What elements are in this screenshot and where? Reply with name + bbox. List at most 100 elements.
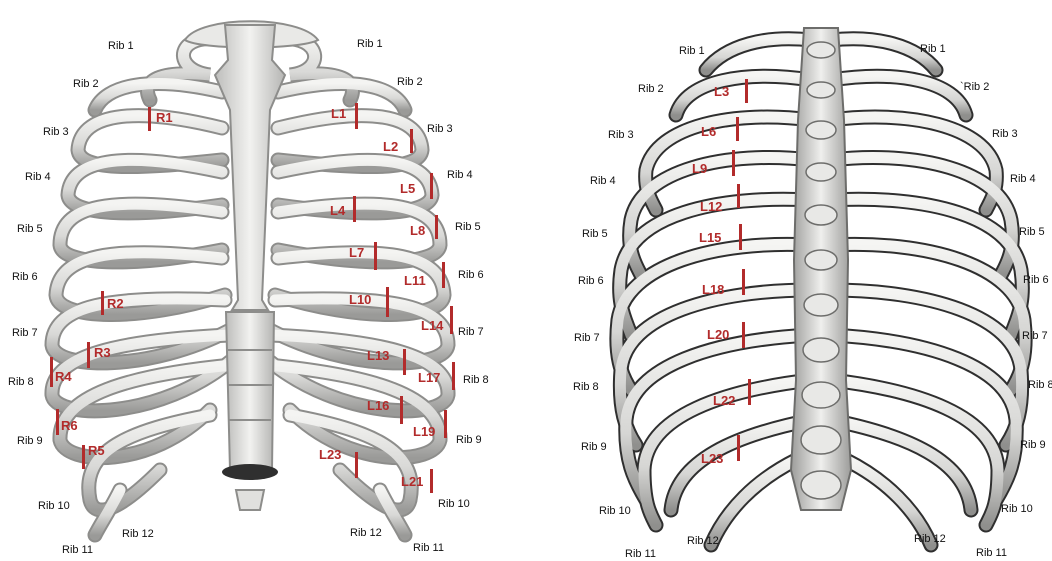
fracture-mark <box>435 215 438 239</box>
fracture-mark <box>101 291 104 315</box>
rib-label: Rib 4 <box>590 175 616 187</box>
fracture-mark <box>403 349 406 375</box>
fracture-label: L18 <box>702 282 724 297</box>
rib-label: Rib 3 <box>43 126 69 138</box>
fracture-label: L14 <box>421 318 443 333</box>
fracture-label: L8 <box>410 223 425 238</box>
rib-label: Rib 3 <box>992 128 1018 140</box>
fracture-label: L3 <box>714 84 729 99</box>
rib-label: Rib 5 <box>1019 226 1045 238</box>
fracture-label: L21 <box>401 474 423 489</box>
rib-label: Rib 5 <box>455 221 481 233</box>
fracture-label: L23 <box>319 447 341 462</box>
rib-label: Rib 8 <box>1028 379 1052 391</box>
rib-label: Rib 4 <box>25 171 51 183</box>
fracture-label: R4 <box>55 369 72 384</box>
rib-label: Rib 7 <box>458 326 484 338</box>
rib-label: Rib 3 <box>608 129 634 141</box>
fracture-mark <box>745 79 748 103</box>
rib-label: `Rib 2 <box>960 81 989 93</box>
rib-label: Rib 1 <box>920 43 946 55</box>
fracture-mark <box>452 362 455 390</box>
fracture-mark <box>430 469 433 493</box>
fracture-label: R5 <box>88 443 105 458</box>
rib-label: Rib 1 <box>108 40 134 52</box>
fracture-mark <box>742 322 745 348</box>
fracture-mark <box>737 435 740 461</box>
fracture-mark <box>410 129 413 153</box>
rib-label: Rib 1 <box>357 38 383 50</box>
rib-label: Rib 12 <box>350 527 382 539</box>
rib-label: Rib 2 <box>397 76 423 88</box>
fracture-mark <box>148 107 151 131</box>
rib-label: Rib 11 <box>976 547 1007 559</box>
rib-label: Rib 3 <box>427 123 453 135</box>
rib-label: Rib 9 <box>1020 439 1046 451</box>
fracture-mark <box>430 173 433 199</box>
rib-label: Rib 6 <box>1023 274 1049 286</box>
fracture-mark <box>442 262 445 288</box>
fracture-label: L4 <box>330 203 345 218</box>
fracture-mark <box>732 150 735 176</box>
fracture-label: L9 <box>692 161 707 176</box>
fracture-label: L7 <box>349 245 364 260</box>
rib-label: Rib 8 <box>573 381 599 393</box>
fracture-mark <box>739 224 742 250</box>
rib-label: Rib 9 <box>17 435 43 447</box>
fracture-mark <box>736 117 739 141</box>
fracture-mark <box>748 379 751 405</box>
fracture-mark <box>400 396 403 424</box>
rib-label: Rib 11 <box>62 544 93 556</box>
fracture-label: L2 <box>383 139 398 154</box>
rib-label: Rib 5 <box>582 228 608 240</box>
fracture-mark <box>82 445 85 469</box>
rib-label: Rib 10 <box>1001 503 1033 515</box>
rib-label: Rib 4 <box>447 169 473 181</box>
fracture-mark <box>50 357 53 387</box>
rib-label: Rib 7 <box>1022 330 1048 342</box>
rib-label: Rib 4 <box>1010 173 1036 185</box>
fracture-label: L13 <box>367 348 389 363</box>
posterior-view: Rib 1 Rib 2 Rib 3 Rib 4 Rib 5 Rib 6 Rib … <box>526 0 1052 561</box>
fracture-label: L15 <box>699 230 721 245</box>
rib-label: Rib 2 <box>638 83 664 95</box>
fracture-mark <box>742 269 745 295</box>
fracture-label: L22 <box>713 393 735 408</box>
fracture-label: R3 <box>94 345 111 360</box>
rib-label: Rib 9 <box>456 434 482 446</box>
rib-label: Rib 11 <box>625 548 656 560</box>
rib-label: Rib 8 <box>8 376 34 388</box>
fracture-mark <box>450 306 453 334</box>
fracture-label: L1 <box>331 106 346 121</box>
fracture-label: R6 <box>61 418 78 433</box>
fracture-label: L6 <box>701 124 716 139</box>
fracture-mark <box>56 409 59 435</box>
rib-label: Rib 2 <box>73 78 99 90</box>
rib-label: Rib 12 <box>914 533 946 545</box>
fracture-mark <box>355 452 358 478</box>
fracture-label: L16 <box>367 398 389 413</box>
fracture-label: L12 <box>700 199 722 214</box>
rib-label: Rib 6 <box>458 269 484 281</box>
rib-label: Rib 6 <box>12 271 38 283</box>
rib-label: Rib 9 <box>581 441 607 453</box>
fracture-label: L19 <box>413 424 435 439</box>
rib-label: Rib 7 <box>12 327 38 339</box>
fracture-mark <box>386 287 389 317</box>
fracture-label: L5 <box>400 181 415 196</box>
rib-label: Rib 11 <box>413 542 444 554</box>
rib-label: Rib 10 <box>599 505 631 517</box>
rib-label: Rib 6 <box>578 275 604 287</box>
rib-label: Rib 1 <box>679 45 705 57</box>
fracture-label: L20 <box>707 327 729 342</box>
rib-label: Rib 10 <box>438 498 470 510</box>
rib-label: Rib 8 <box>463 374 489 386</box>
anterior-view: Rib 1 Rib 2 Rib 3 Rib 4 Rib 5 Rib 6 Rib … <box>0 0 526 561</box>
fracture-mark <box>355 103 358 129</box>
fracture-label: R2 <box>107 296 124 311</box>
fracture-label: L17 <box>418 370 440 385</box>
fracture-label: L11 <box>404 273 426 288</box>
fracture-label: L10 <box>349 292 371 307</box>
fracture-mark <box>737 184 740 208</box>
rib-label: Rib 5 <box>17 223 43 235</box>
